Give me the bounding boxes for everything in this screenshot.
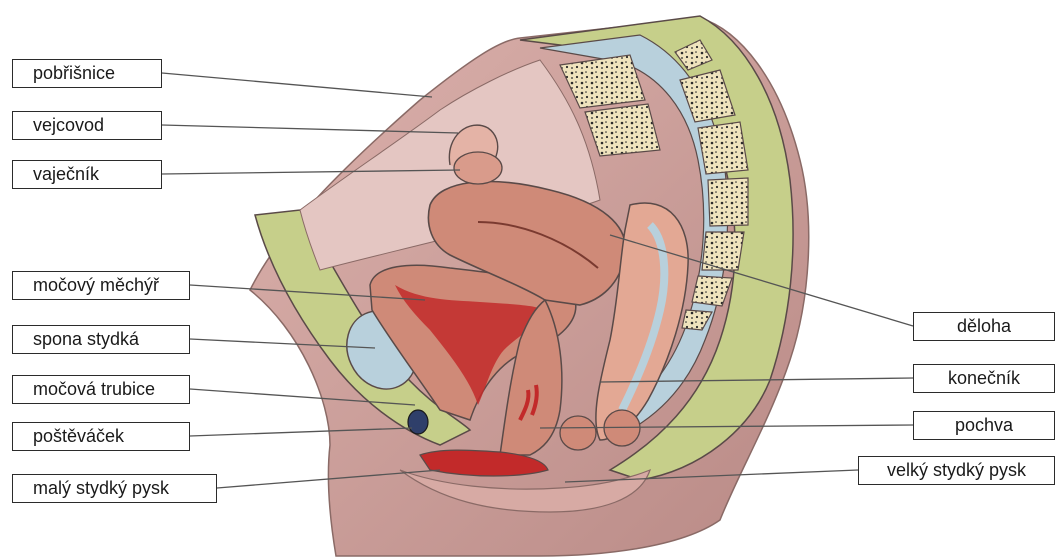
label-postevacek: poštěváček [12, 422, 190, 451]
label-pobrisnice: pobřišnice [12, 59, 162, 88]
label-spona-stydka: spona stydká [12, 325, 190, 354]
label-vajecnik: vaječník [12, 160, 162, 189]
sphincter [560, 416, 596, 450]
ovary [454, 152, 502, 184]
clitoris [408, 410, 428, 434]
label-konecnik: konečník [913, 364, 1055, 393]
label-velky-stydky-pysk: velký stydký pysk [858, 456, 1055, 485]
label-mocovy-mechyr: močový měchýř [12, 271, 190, 300]
label-vejcovod: vejcovod [12, 111, 162, 140]
label-deloha: děloha [913, 312, 1055, 341]
label-pochva: pochva [913, 411, 1055, 440]
label-mocova-trubice: močová trubice [12, 375, 190, 404]
label-maly-stydky-pysk: malý stydký pysk [12, 474, 217, 503]
